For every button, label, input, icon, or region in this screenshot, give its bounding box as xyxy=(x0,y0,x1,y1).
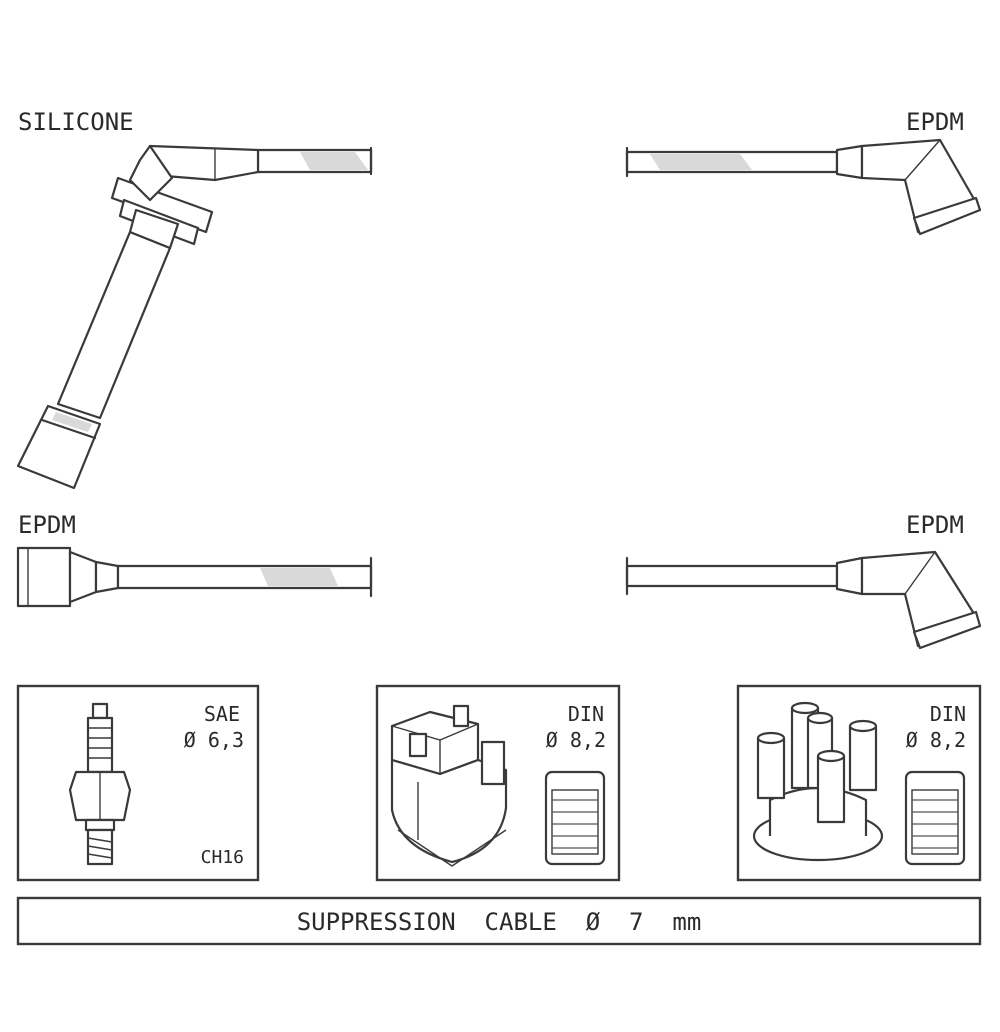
epdm-lead-mid-left xyxy=(16,546,373,608)
epdm-mid-right-cable xyxy=(625,564,839,588)
silicone-lead xyxy=(16,144,373,490)
panel-ignition-coil: DIN Ø 8,2 xyxy=(375,684,621,882)
silicone-boot-flange xyxy=(110,176,214,234)
panel-distributor-cap: DIN Ø 8,2 xyxy=(736,684,982,882)
ignition-coil-icon xyxy=(390,704,508,867)
epdm-mid-left-boot xyxy=(16,546,72,608)
panel-ignition-coil-standard: DIN xyxy=(568,702,604,726)
panel-distributor-cap-diameter: Ø 8,2 xyxy=(906,728,966,752)
panel-spark-plug: SAE Ø 6,3 CH16 xyxy=(16,684,260,882)
epdm-lead-top-right xyxy=(625,138,982,236)
panel-spark-plug-standard: SAE xyxy=(204,702,240,726)
connector-din-icon-2 xyxy=(904,770,966,866)
label-silicone: SILICONE xyxy=(18,108,134,136)
label-epdm-mid-left: EPDM xyxy=(18,511,76,539)
panel-spark-plug-frame xyxy=(16,684,260,882)
label-epdm-top-right: EPDM xyxy=(906,108,964,136)
footer-text: SUPPRESSION CABLE Ø 7 mm xyxy=(297,908,702,936)
spark-plug-icon xyxy=(68,702,132,866)
panel-spark-plug-code: CH16 xyxy=(201,847,244,868)
footer-bar: SUPPRESSION CABLE Ø 7 mm xyxy=(16,896,982,946)
footer-frame xyxy=(16,896,982,946)
distributor-cap-icon xyxy=(752,701,884,862)
panel-spark-plug-diameter: Ø 6,3 xyxy=(184,728,244,752)
panel-ignition-coil-diameter: Ø 8,2 xyxy=(546,728,606,752)
label-epdm-mid-right: EPDM xyxy=(906,511,964,539)
connector-din-icon-1 xyxy=(544,770,606,866)
epdm-lead-mid-right xyxy=(625,550,982,650)
panel-distributor-cap-standard: DIN xyxy=(930,702,966,726)
silicone-boot-body xyxy=(56,230,172,420)
